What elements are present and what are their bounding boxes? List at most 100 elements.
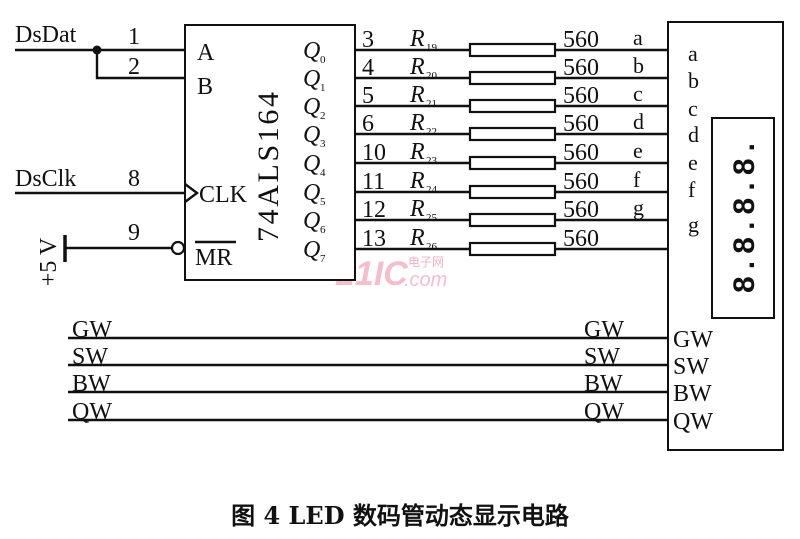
display-segment-label: e [688,150,698,175]
common-label-right: SW [584,344,620,370]
inverter-bubble [170,240,186,256]
common-label-right: QW [584,399,624,425]
common-line-row: BW BW BW [68,371,712,407]
resistor-index: 20 [426,70,438,82]
display-common-label: GW [673,327,713,353]
resistance-value: 560 [563,169,599,195]
resistance-value: 560 [563,55,599,81]
q-output-index: 1 [320,82,326,94]
segment-wire-label: f [633,167,641,192]
resistor-index: 23 [426,155,438,167]
watermark-cn: 电子网 [408,255,444,269]
shift-register-chip: A B CLK MR 74ALS164 [184,24,356,281]
common-label-right: BW [584,371,623,397]
pin-9-label: 9 [128,220,140,246]
pin-2-label: 2 [128,54,140,80]
resistor-label: R [409,26,425,52]
output-pin-number: 4 [362,55,374,81]
input-b-wire [95,50,185,80]
resistor-label: R [409,196,425,222]
q-output-index: 7 [320,253,326,265]
chip-pin-b: B [197,74,213,100]
clock-triangle-icon [184,183,199,203]
resistor-label: R [409,110,425,136]
display-common-label: QW [673,409,713,435]
q-output-label: Q [303,94,320,120]
q-output-index: 3 [320,138,326,150]
figure-caption: 图 4 LED 数码管动态显示电路 [231,501,570,530]
q-output-label: Q [303,151,320,177]
chip-pin-mr: MR [195,245,232,271]
pin-8-label: 8 [128,166,140,192]
segment-wire-label: c [633,81,643,106]
dsclk-label: DsClk [15,166,76,192]
output-pin-number: 11 [362,169,385,195]
q-output-label: Q [303,180,320,206]
vcc-label: +5 V [36,237,62,286]
chip-pin-a: A [197,40,215,66]
display-segment-label: c [688,96,698,121]
resistor [468,70,557,86]
resistor [468,184,557,200]
resistor-index: 19 [426,42,438,54]
resistor-index: 25 [426,212,438,224]
resistance-value: 560 [563,197,599,223]
output-pin-number: 3 [362,27,374,53]
chip-pin-clk: CLK [199,182,248,208]
common-label-left: QW [72,399,112,425]
q-output-index: 0 [320,54,326,66]
resistor [468,98,557,114]
q-output-index: 6 [320,224,326,236]
resistor [468,241,557,257]
resistor-index: 22 [426,126,437,138]
resistor-label: R [409,54,425,80]
display-segment-label: d [688,122,699,147]
resistor-label: R [409,168,425,194]
dsdat-input: DsDat 1 2 [15,22,185,80]
seven-segment-window [711,117,775,319]
common-label-left: BW [72,371,111,397]
q-output-index: 2 [320,110,326,122]
resistor-index: 24 [426,184,438,196]
display-segment-label: a [688,41,698,66]
q-output-label: Q [303,208,320,234]
q-output-index: 4 [320,167,326,179]
resistance-value: 560 [563,140,599,166]
chip-part-number: 74ALS164 [252,92,285,242]
output-pin-number: 5 [362,83,374,109]
segment-wire-label: e [633,138,643,163]
output-pin-number: 13 [362,226,386,252]
resistor [468,42,557,58]
q-output-label: Q [303,237,320,263]
resistor-index: 21 [426,98,437,110]
resistor-label: R [409,225,425,251]
output-pin-number: 6 [362,111,374,137]
dsdat-label: DsDat [15,22,77,48]
resistor [468,126,557,142]
display-segment-label: f [688,177,696,202]
segment-wire-label: d [633,109,644,134]
resistor [468,155,557,171]
vcc-input: +5 V 9 [36,220,186,286]
resistance-value: 560 [563,111,599,137]
dsclk-input: DsClk 8 [15,166,185,195]
resistor-label: R [409,139,425,165]
common-label-left: GW [72,317,112,343]
pin-1-label: 1 [128,24,140,50]
display-common-label: BW [673,381,712,407]
segment-wire-label: b [633,53,644,78]
output-pin-number: 10 [362,140,386,166]
resistance-value: 560 [563,226,599,252]
resistance-value: 560 [563,83,599,109]
